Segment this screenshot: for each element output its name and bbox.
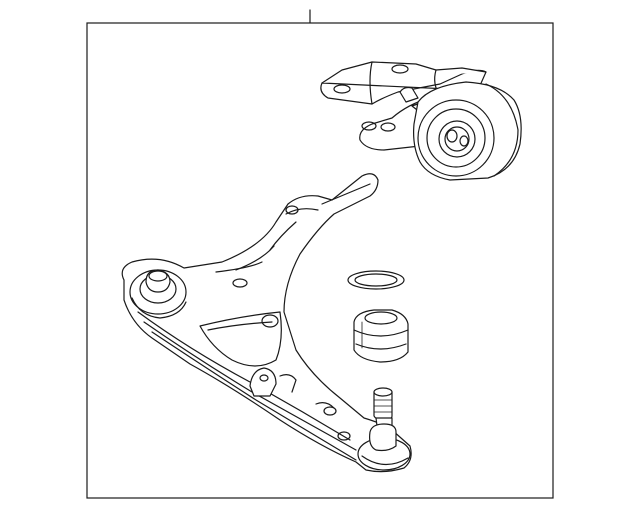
lower-control-arm[interactable] (121, 173, 412, 473)
rear-bushing-bracket[interactable] (320, 61, 522, 181)
boot-retaining-ring[interactable] (347, 270, 405, 290)
ball-joint-boot[interactable] (353, 309, 409, 363)
ball-joint-stud[interactable] (369, 387, 397, 452)
